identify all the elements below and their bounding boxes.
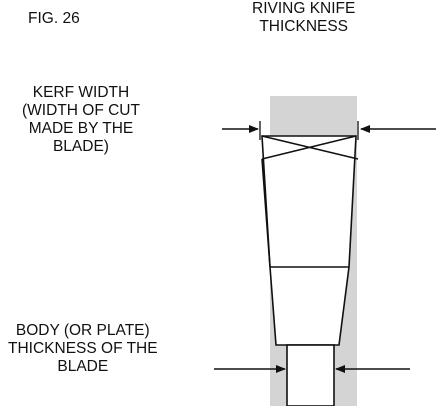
kerf-width-label-line-3: MADE BY THE: [28, 120, 134, 137]
kerf-width-label-line-1: KERF WIDTH: [32, 84, 130, 101]
kerf-width-label-line-2: (WIDTH OF CUT: [22, 102, 140, 119]
body-thickness-label: BODY (OR PLATE) THICKNESS OF THE BLADE: [8, 322, 158, 376]
body-thickness-label-line-3: BLADE: [57, 358, 109, 375]
figure-label: FIG. 26: [28, 10, 80, 27]
riving-knife-label-line-1: RIVING KNIFE: [252, 0, 356, 17]
riving-knife-label: RIVING KNIFE THICKNESS: [252, 0, 355, 36]
blade-body-outline: [261, 135, 357, 346]
kerf-width-label-line-4: BLADE): [52, 138, 109, 155]
body-stem: [286, 344, 335, 406]
body-thickness-label-line-2: THICKNESS OF THE: [8, 340, 158, 357]
kerf-width-label: KERF WIDTH (WIDTH OF CUT MADE BY THE BLA…: [22, 84, 140, 156]
blade-left-upper-edge: [261, 158, 271, 268]
riving-knife-label-line-2: THICKNESS: [259, 18, 349, 35]
body-thickness-label-line-1: BODY (OR PLATE): [15, 322, 150, 339]
tooth-line-2: [261, 135, 357, 160]
